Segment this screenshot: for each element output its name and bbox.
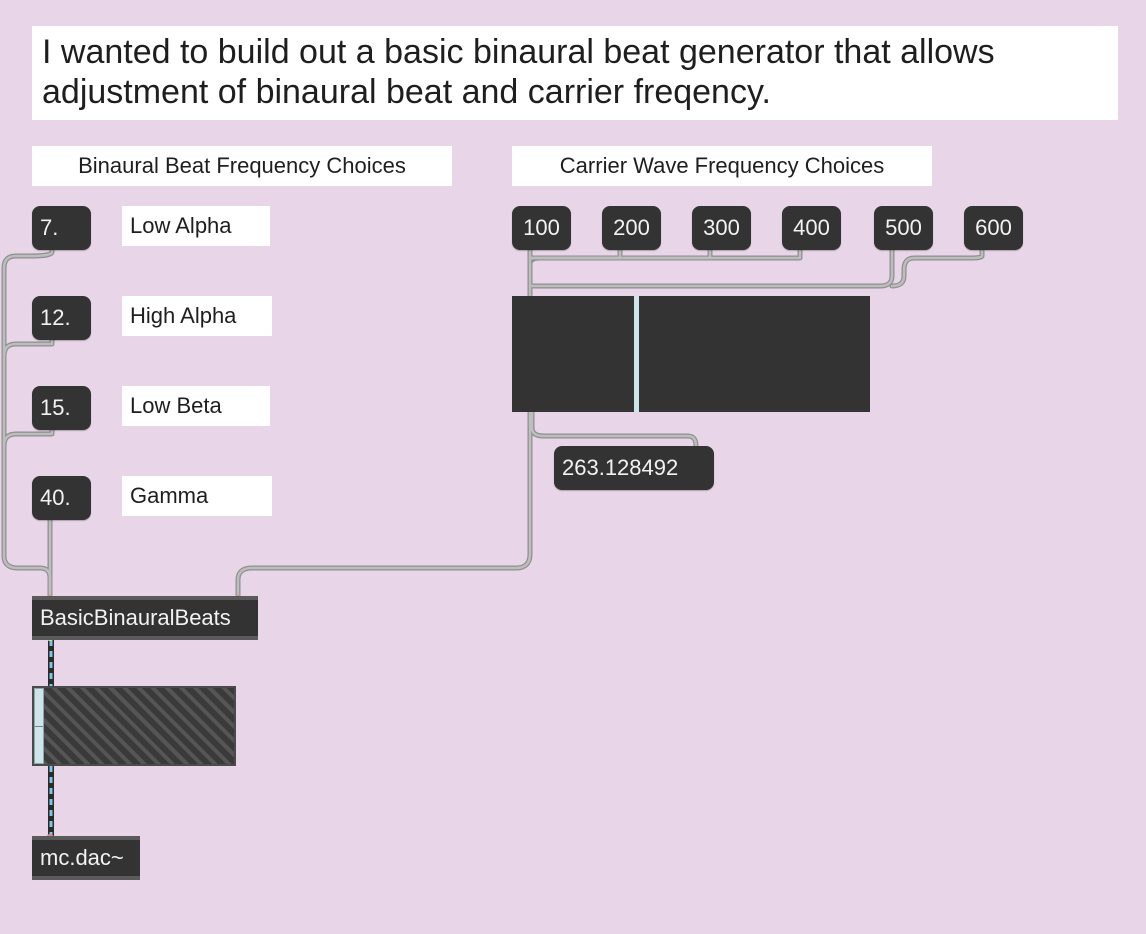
gain-slider-knob[interactable]	[34, 688, 44, 764]
binaural-message-low-beta[interactable]: 15.	[32, 386, 91, 430]
basic-binaural-beats-object[interactable]: BasicBinauralBeats	[32, 596, 258, 640]
label-low-beta: Low Beta	[122, 386, 270, 426]
binaural-message-low-alpha[interactable]: 7.	[32, 206, 91, 250]
carrier-message-400[interactable]: 400	[782, 206, 841, 250]
label-gamma: Gamma	[122, 476, 272, 516]
binaural-message-gamma[interactable]: 40.	[32, 476, 91, 520]
carrier-message-300[interactable]: 300	[692, 206, 751, 250]
mc-gain-slider[interactable]	[32, 686, 236, 766]
carrier-message-200[interactable]: 200	[602, 206, 661, 250]
carrier-message-500[interactable]: 500	[874, 206, 933, 250]
carrier-frequency-readout: 263.128492	[554, 446, 714, 490]
carrier-message-600[interactable]: 600	[964, 206, 1023, 250]
carrier-slider-knob[interactable]	[634, 296, 639, 412]
label-high-alpha: High Alpha	[122, 296, 272, 336]
carrier-message-100[interactable]: 100	[512, 206, 571, 250]
intro-comment: I wanted to build out a basic binaural b…	[32, 26, 1118, 120]
binaural-message-high-alpha[interactable]: 12.	[32, 296, 91, 340]
binaural-heading: Binaural Beat Frequency Choices	[32, 146, 452, 186]
carrier-heading: Carrier Wave Frequency Choices	[512, 146, 932, 186]
label-low-alpha: Low Alpha	[122, 206, 270, 246]
carrier-slider[interactable]	[512, 296, 870, 412]
mc-dac-object[interactable]: mc.dac~	[32, 836, 140, 880]
